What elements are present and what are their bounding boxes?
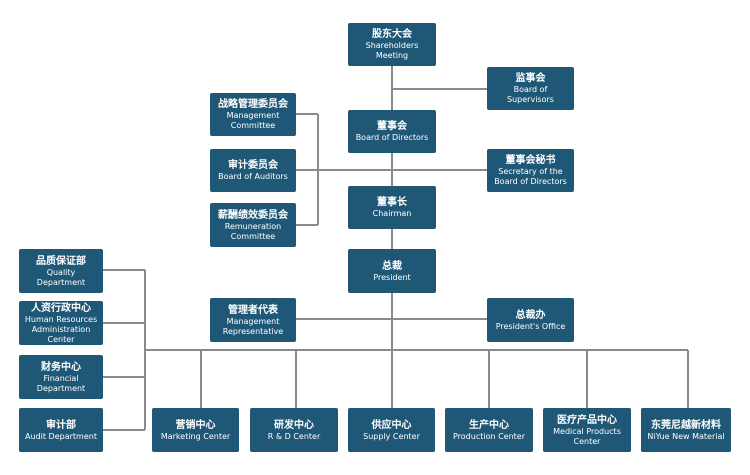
node-management-committee: 战略管理委员会 Management Committee [210, 93, 296, 136]
node-label-en: Audit Department [25, 431, 97, 441]
node-niyue-new-material: 东莞尼越新材料 NiYue New Material [641, 408, 731, 452]
node-supply-center: 供应中心 Supply Center [348, 408, 435, 452]
node-board-secretary: 董事会秘书 Secretary of the Board of Director… [487, 149, 574, 192]
node-label-cn: 供应中心 [371, 419, 412, 431]
node-audit-department: 审计部 Audit Department [19, 408, 103, 452]
node-label-en: President [373, 272, 411, 282]
node-label-en: Financial Department [36, 373, 86, 393]
node-label-en: Management Representative [222, 316, 284, 336]
node-label-en: Medical Products Center [553, 426, 621, 446]
node-label-cn: 东莞尼越新材料 [651, 419, 721, 431]
node-label-cn: 董事会 [377, 121, 407, 132]
node-label-en: Shareholders Meeting [365, 41, 419, 60]
node-label-en: Human Resources Administration Center [24, 314, 98, 344]
node-hr-administration-center: 人资行政中心 Human Resources Administration Ce… [19, 301, 103, 345]
node-label-cn: 医疗产品中心 [557, 414, 617, 426]
node-label-en: Board of Auditors [218, 172, 288, 181]
node-label-cn: 董事长 [377, 197, 407, 208]
node-label-cn: 人资行政中心 [31, 302, 91, 314]
node-label-cn: 品质保证部 [36, 255, 86, 267]
node-label-en: Board of Directors [355, 133, 429, 142]
node-label-en: R & D Center [267, 431, 321, 441]
node-label-en: Production Center [452, 431, 526, 441]
node-label-en: Supply Center [363, 431, 420, 441]
node-label-cn: 管理者代表 [228, 304, 278, 316]
node-quality-department: 品质保证部 Quality Department [19, 249, 103, 293]
node-board-of-directors: 董事会 Board of Directors [348, 110, 436, 153]
node-label-en: Quality Department [36, 267, 86, 287]
node-label-cn: 营销中心 [175, 419, 216, 431]
node-label-cn: 审计委员会 [228, 160, 278, 171]
node-label-cn: 总裁 [382, 260, 402, 272]
node-financial-department: 财务中心 Financial Department [19, 355, 103, 399]
node-board-of-supervisors: 监事会 Board of Supervisors [487, 67, 574, 110]
node-label-en: President's Office [495, 321, 566, 331]
node-label-cn: 股东大会 [372, 29, 412, 40]
node-management-representative: 管理者代表 Management Representative [210, 298, 296, 342]
node-label-en: Chairman [372, 209, 412, 218]
node-shareholders-meeting: 股东大会 Shareholders Meeting [348, 23, 436, 66]
node-label-en: Board of Supervisors [507, 85, 554, 104]
node-label-cn: 审计部 [46, 419, 76, 431]
node-label-cn: 生产中心 [469, 419, 509, 431]
node-label-en: Marketing Center [160, 431, 231, 441]
node-production-center: 生产中心 Production Center [445, 408, 533, 452]
node-medical-products-center: 医疗产品中心 Medical Products Center [543, 408, 631, 452]
node-president: 总裁 President [348, 249, 436, 293]
node-label-cn: 研发中心 [274, 419, 314, 431]
node-label-cn: 董事会秘书 [505, 155, 556, 166]
node-rd-center: 研发中心 R & D Center [250, 408, 338, 452]
node-label-cn: 薪酬绩效委员会 [218, 209, 288, 221]
node-label-cn: 战略管理委员会 [218, 99, 288, 110]
node-label-en: NiYue New Material [647, 431, 725, 441]
node-marketing-center: 营销中心 Marketing Center [152, 408, 239, 452]
node-label-cn: 总裁办 [515, 309, 546, 321]
node-board-of-auditors: 审计委员会 Board of Auditors [210, 149, 296, 192]
node-label-cn: 监事会 [515, 73, 546, 84]
node-label-cn: 财务中心 [41, 361, 81, 373]
node-presidents-office: 总裁办 President's Office [487, 298, 574, 342]
node-label-en: Management Committee [226, 111, 280, 130]
node-remuneration-committee: 薪酬绩效委员会 Remuneration Committee [210, 203, 296, 247]
node-chairman: 董事长 Chairman [348, 186, 436, 229]
node-label-en: Remuneration Committee [224, 221, 282, 241]
node-label-en: Secretary of the Board of Directors [494, 167, 567, 186]
